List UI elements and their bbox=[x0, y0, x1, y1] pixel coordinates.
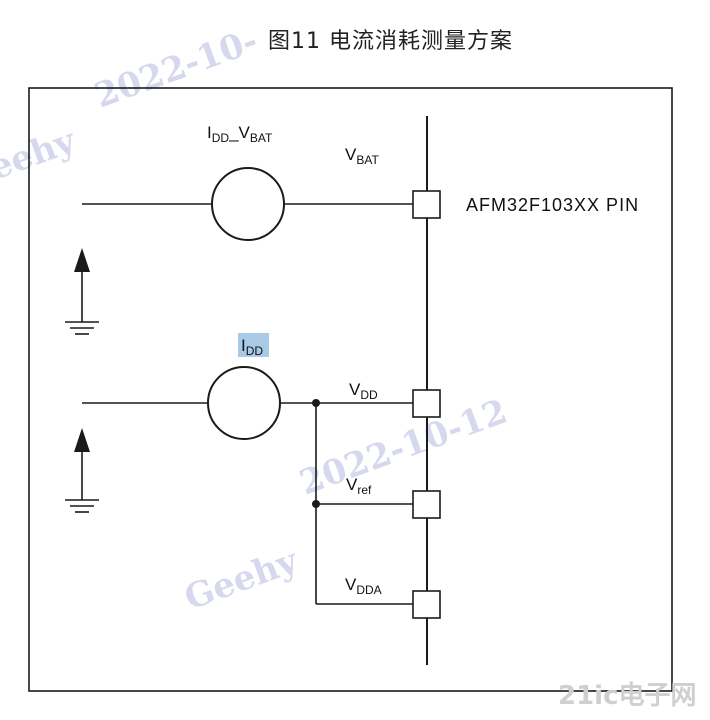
vdda-pin-box bbox=[412, 590, 441, 619]
idd-vbat-ammeter bbox=[211, 167, 285, 241]
vref-label: Vref bbox=[346, 475, 372, 497]
idd-ammeter bbox=[207, 366, 281, 440]
idd-highlight bbox=[238, 333, 269, 357]
vbat-label: VBAT bbox=[345, 145, 379, 167]
watermark-bottom: Geehy bbox=[179, 541, 304, 619]
diagram-frame bbox=[28, 87, 673, 692]
pin-label: AFM32F103XX PIN bbox=[466, 195, 639, 215]
watermark-center: 2022-10-12 bbox=[294, 391, 512, 503]
watermark-top-left: eehy bbox=[0, 120, 82, 188]
figure-title: 图11 电流消耗测量方案 bbox=[268, 29, 513, 54]
vdd-label: VDD bbox=[349, 380, 378, 402]
idd-label: IDD bbox=[241, 336, 263, 358]
ground-symbol-1 bbox=[65, 248, 99, 335]
ground-symbol-2 bbox=[65, 428, 99, 513]
watermark-top: 2022-10- bbox=[89, 21, 263, 117]
vbat-pin-box bbox=[412, 190, 441, 219]
idd-vbat-label: IDD_VBAT bbox=[207, 123, 273, 145]
watermarks: 2022-10- eehy 2022-10-12 Geehy bbox=[0, 21, 512, 619]
junction-vref bbox=[312, 500, 320, 508]
vdda-label: VDDA bbox=[345, 575, 382, 597]
vdd-pin-box bbox=[412, 389, 441, 418]
site-logo: 21ic电子网 bbox=[558, 681, 697, 711]
vref-pin-box bbox=[412, 490, 441, 519]
